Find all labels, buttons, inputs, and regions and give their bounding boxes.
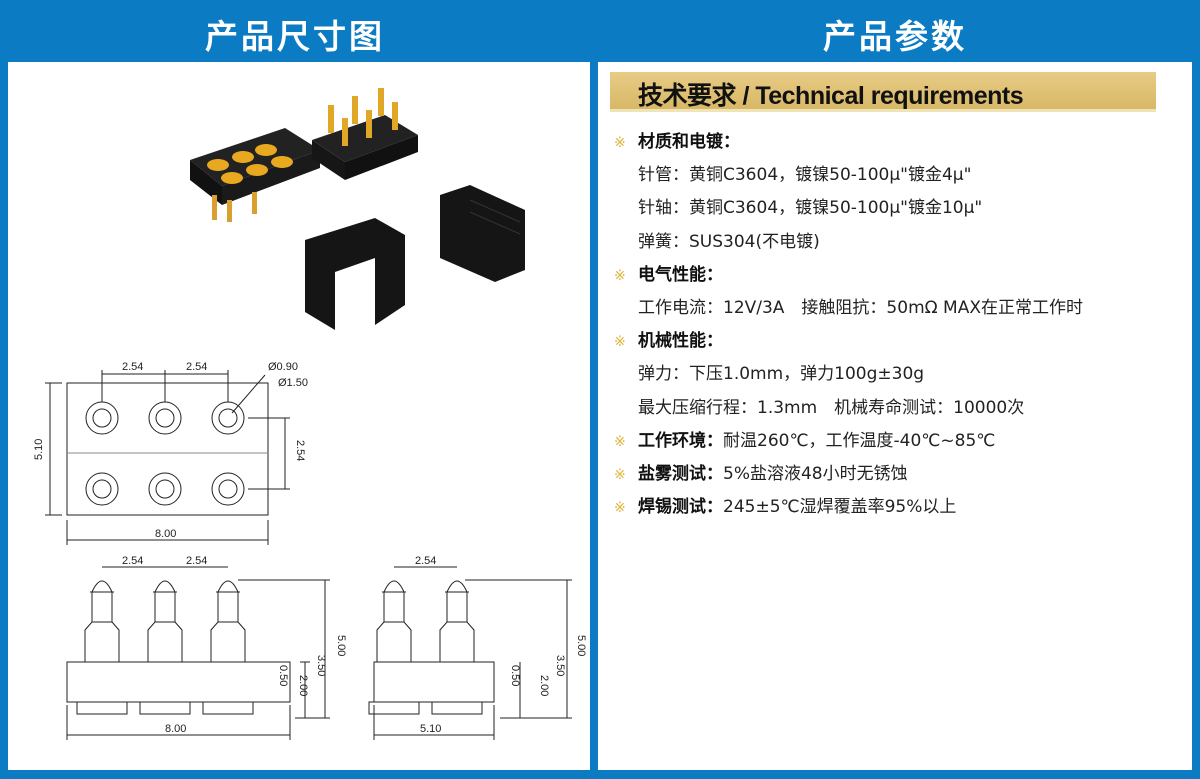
left-title: 产品尺寸图 <box>205 17 385 56</box>
spec-text: 弹簧：SUS304(不电镀) <box>638 231 820 252</box>
spec-panel: 技术要求 / Technical requirements ※ 材质和电镀： 针管：… <box>598 62 1192 770</box>
svg-text:5.00: 5.00 <box>335 635 347 656</box>
svg-text:2.00: 2.00 <box>538 675 550 696</box>
spec-row: ※ 盐雾测试：5%盐溶液48小时无锈蚀 <box>614 458 1083 491</box>
pin-hole <box>211 472 245 506</box>
pin-outline <box>368 580 420 715</box>
star-icon: ※ <box>614 334 626 351</box>
star-icon: ※ <box>614 466 626 483</box>
right-title: 产品参数 <box>823 17 967 56</box>
spec-row: ※ 机械性能： <box>614 325 1083 358</box>
spec-value: 245±5℃湿焊覆盖率95%以上 <box>723 497 957 518</box>
spec-heading: 材质和电镀： <box>638 132 740 152</box>
spec-row: 最大压缩行程：1.3mm 机械寿命测试：10000次 <box>614 392 1083 425</box>
svg-text:Ø0.90: Ø0.90 <box>268 361 298 373</box>
svg-text:8.00: 8.00 <box>155 528 176 540</box>
svg-text:2.54: 2.54 <box>122 361 143 373</box>
svg-text:2.54: 2.54 <box>294 440 306 461</box>
spec-row: 针轴：黄铜C3604，镀镍50-100μ"镀金10μ" <box>614 192 1083 225</box>
pin-hole <box>148 472 182 506</box>
svg-text:5.10: 5.10 <box>33 439 45 460</box>
svg-text:2.54: 2.54 <box>186 555 207 567</box>
svg-text:5.10: 5.10 <box>420 723 441 735</box>
spec-text: 针管：黄铜C3604，镀镍50-100μ"镀金4μ" <box>638 165 972 186</box>
pin-hole <box>85 401 119 435</box>
pin-outline <box>431 580 483 715</box>
svg-text:2.54: 2.54 <box>122 555 143 567</box>
pin-outline <box>76 580 128 715</box>
spec-row: 弹力：下压1.0mm，弹力100g±30g <box>614 358 1083 391</box>
pin-hole <box>85 472 119 506</box>
tech-header-band: 技术要求 / Technical requirements <box>610 72 1156 112</box>
spec-row: ※ 材质和电镀： <box>614 126 1083 159</box>
tech-header: 技术要求 / Technical requirements <box>638 82 1024 110</box>
svg-text:Ø1.50: Ø1.50 <box>278 377 308 389</box>
top-view-drawing <box>45 370 290 545</box>
spec-row: ※ 电气性能： <box>614 259 1083 292</box>
svg-text:0.50: 0.50 <box>277 665 289 686</box>
svg-text:8.00: 8.00 <box>165 723 186 735</box>
spec-value: 耐温260℃，工作温度-40℃~85℃ <box>723 430 996 451</box>
spec-heading: 焊锡测试： <box>638 497 723 518</box>
pin-hole <box>211 401 245 435</box>
star-icon: ※ <box>614 267 626 284</box>
spec-heading: 电气性能： <box>638 264 723 285</box>
svg-text:2.54: 2.54 <box>415 555 436 567</box>
pin-hole <box>148 401 182 435</box>
spec-text: 针轴：黄铜C3604，镀镍50-100μ"镀金10μ" <box>638 198 983 219</box>
spec-row: 弹簧：SUS304(不电镀) <box>614 226 1083 259</box>
spec-heading: 工作环境： <box>638 430 723 451</box>
spec-text: 工作电流：12V/3A 接触阻抗：50mΩ MAX在正常工作时 <box>638 297 1083 318</box>
spec-value: 5%盐溶液48小时无锈蚀 <box>723 463 908 484</box>
svg-text:0.50: 0.50 <box>509 665 521 686</box>
pin-outline <box>202 580 254 715</box>
spec-row: ※ 焊锡测试：245±5℃湿焊覆盖率95%以上 <box>614 491 1083 524</box>
star-icon: ※ <box>614 433 626 450</box>
spec-list: ※ 材质和电镀： 针管：黄铜C3604，镀镍50-100μ"镀金4μ" 针轴：黄铜C3… <box>614 126 1083 524</box>
svg-text:2.00: 2.00 <box>297 675 309 696</box>
spec-row: ※ 工作环境：耐温260℃，工作温度-40℃~85℃ <box>614 425 1083 458</box>
spec-row: 针管：黄铜C3604，镀镍50-100μ"镀金4μ" <box>614 159 1083 192</box>
spec-heading: 机械性能： <box>638 331 723 352</box>
svg-text:2.54: 2.54 <box>186 361 207 373</box>
star-icon: ※ <box>614 500 626 517</box>
spec-heading: 盐雾测试： <box>638 463 723 484</box>
svg-text:3.50: 3.50 <box>315 655 327 676</box>
pin-outline <box>139 580 191 715</box>
side-view-drawings <box>66 566 572 740</box>
svg-text:3.50: 3.50 <box>554 655 566 676</box>
svg-text:5.00: 5.00 <box>575 635 587 656</box>
star-icon: ※ <box>614 135 626 151</box>
product-photo <box>190 88 525 330</box>
spec-text: 最大压缩行程：1.3mm 机械寿命测试：10000次 <box>638 397 1025 418</box>
spec-text: 弹力：下压1.0mm，弹力100g±30g <box>638 364 925 385</box>
spec-row: 工作电流：12V/3A 接触阻抗：50mΩ MAX在正常工作时 <box>614 292 1083 325</box>
